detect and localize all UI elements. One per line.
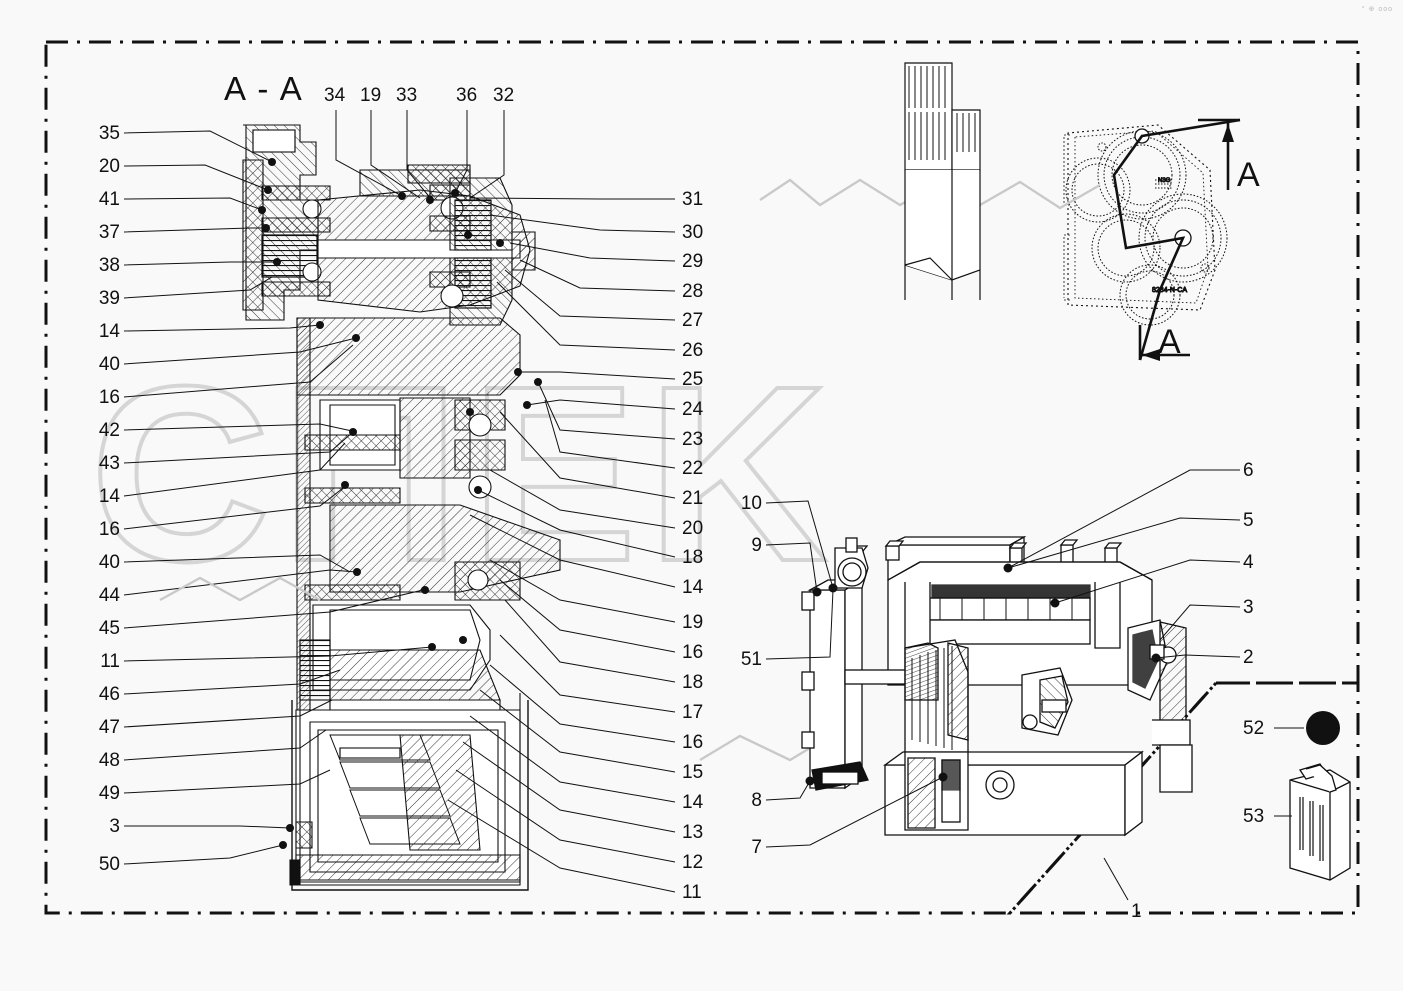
svg-text:8284-N-CA: 8284-N-CA bbox=[1152, 287, 1187, 294]
callout-right-12: 12 bbox=[682, 852, 704, 873]
callout-asm-6: 6 bbox=[1243, 460, 1254, 481]
callout-right-31: 31 bbox=[682, 189, 704, 210]
callout-left-35: 35 bbox=[98, 123, 120, 144]
callout-left-16a: 16 bbox=[98, 387, 120, 408]
callout-left-11: 11 bbox=[100, 651, 120, 672]
callout-asm-10: 10 bbox=[740, 493, 762, 514]
oil-can-icon bbox=[1289, 763, 1351, 881]
callout-asm-5: 5 bbox=[1243, 510, 1254, 531]
callout-right-20: 20 bbox=[682, 518, 704, 539]
callout-33: 33 bbox=[396, 85, 418, 106]
svg-text:N3G: N3G bbox=[1158, 178, 1171, 184]
callout-right-21: 21 bbox=[682, 488, 704, 509]
callout-left-37: 37 bbox=[98, 222, 120, 243]
kit-frame-border bbox=[1006, 681, 1360, 915]
callout-right-16b: 16 bbox=[682, 732, 704, 753]
callout-right-22: 22 bbox=[682, 458, 704, 479]
callout-kit-53: 53 bbox=[1243, 806, 1265, 827]
callout-left-41: 41 bbox=[98, 189, 120, 210]
callout-asm-8: 8 bbox=[751, 790, 762, 811]
callout-left-14b: 14 bbox=[98, 486, 120, 507]
section-view-title: A - A bbox=[224, 70, 304, 107]
callout-34: 34 bbox=[324, 85, 346, 106]
callout-right-19: 19 bbox=[682, 612, 704, 633]
callout-left-43: 43 bbox=[98, 453, 120, 474]
callout-right-27: 27 bbox=[682, 310, 704, 331]
callout-left-14a: 14 bbox=[98, 321, 120, 342]
callout-group-1: 1 bbox=[1131, 901, 1142, 922]
callout-left-40a: 40 bbox=[98, 354, 120, 375]
callout-asm-51: 51 bbox=[740, 649, 762, 670]
callout-asm-4: 4 bbox=[1243, 552, 1254, 573]
callout-right-15: 15 bbox=[682, 762, 704, 783]
callout-left-50: 50 bbox=[98, 854, 120, 875]
callout-right-26: 26 bbox=[682, 340, 704, 361]
callout-32: 32 bbox=[493, 85, 515, 106]
callout-right-23: 23 bbox=[682, 429, 704, 450]
section-marker-a-bottom: A bbox=[1158, 323, 1181, 361]
callout-right-18a: 18 bbox=[682, 547, 704, 568]
callout-36: 36 bbox=[456, 85, 478, 106]
callout-right-18b: 18 bbox=[682, 672, 704, 693]
callout-asm-7: 7 bbox=[751, 837, 762, 858]
callout-left-44: 44 bbox=[98, 585, 120, 606]
callout-asm-3: 3 bbox=[1243, 597, 1254, 618]
callout-left-3: 3 bbox=[109, 816, 120, 837]
callout-left-46: 46 bbox=[98, 684, 120, 705]
section-marker-a-top: A bbox=[1237, 156, 1260, 194]
callout-right-11: 11 bbox=[682, 882, 702, 903]
callout-left-38: 38 bbox=[98, 255, 120, 276]
callout-right-24: 24 bbox=[682, 399, 704, 420]
callout-right-17: 17 bbox=[682, 702, 704, 723]
callout-asm-2: 2 bbox=[1243, 647, 1254, 668]
callout-left-48: 48 bbox=[98, 750, 120, 771]
callout-left-39: 39 bbox=[98, 288, 120, 309]
corner-mark: ° ⊕ ooo bbox=[1361, 6, 1393, 13]
callout-left-20: 20 bbox=[98, 156, 120, 177]
callout-left-16b: 16 bbox=[98, 519, 120, 540]
callout-left-40b: 40 bbox=[98, 552, 120, 573]
callout-right-28: 28 bbox=[682, 281, 704, 302]
callout-19-top: 19 bbox=[360, 85, 382, 106]
grease-dot-icon bbox=[1306, 711, 1340, 745]
callout-left-42: 42 bbox=[98, 420, 120, 441]
callout-left-45: 45 bbox=[98, 618, 120, 639]
callout-kit-52: 52 bbox=[1243, 718, 1265, 739]
callout-right-16a: 16 bbox=[682, 642, 704, 663]
callout-right-30: 30 bbox=[682, 222, 704, 243]
callout-right-13: 13 bbox=[682, 822, 704, 843]
callout-right-14b: 14 bbox=[682, 792, 704, 813]
callout-right-25: 25 bbox=[682, 369, 704, 390]
callout-right-29: 29 bbox=[682, 251, 704, 272]
callout-asm-9: 9 bbox=[751, 535, 762, 556]
callout-left-47: 47 bbox=[98, 717, 120, 738]
callout-right-14a: 14 bbox=[682, 577, 704, 598]
callout-left-49: 49 bbox=[98, 783, 120, 804]
